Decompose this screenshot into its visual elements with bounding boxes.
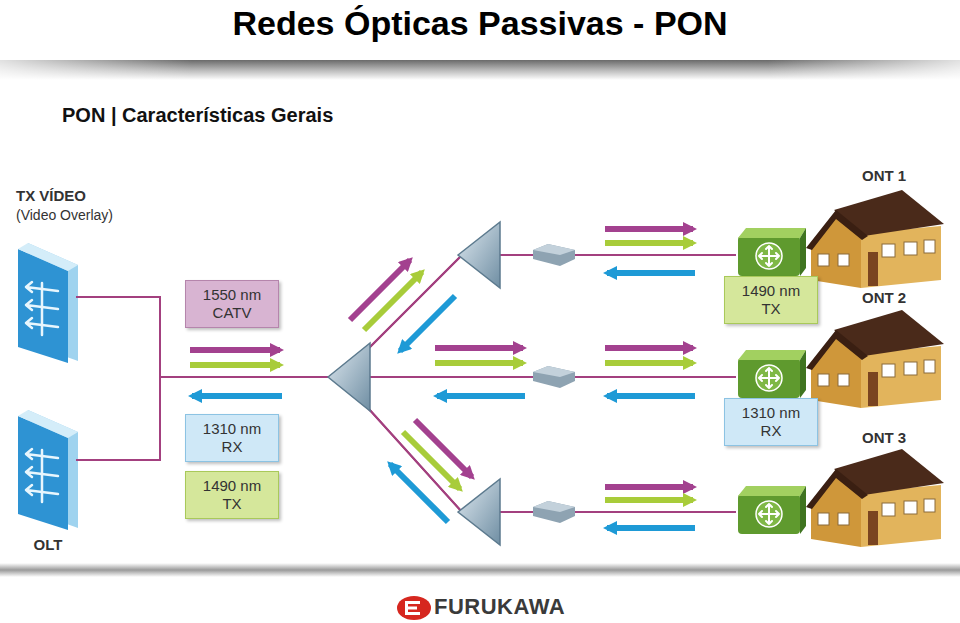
fiber-line — [80, 255, 736, 460]
fiber-line — [117, 297, 736, 512]
signal-arrow — [190, 362, 280, 368]
signal-arrow — [403, 432, 460, 489]
wavelength-box: 1310 nm RX — [724, 398, 818, 446]
wavelength-text: 1490 nm TX — [735, 282, 807, 318]
brand-logo — [397, 596, 431, 620]
signal-arrow — [364, 272, 422, 330]
page-title: Redes Ópticas Passivas - PON — [0, 4, 960, 43]
signal-arrow — [437, 393, 525, 399]
wavelength-box: 1490 nm TX — [185, 471, 279, 519]
ont-house: ONT 3 — [736, 428, 948, 548]
signal-arrow — [605, 360, 693, 366]
signal-arrow — [607, 525, 695, 531]
ont-label: ONT 3 — [736, 428, 948, 446]
fiber-line — [80, 377, 736, 460]
house — [806, 449, 944, 547]
signal-arrow — [190, 347, 280, 353]
olt-icon — [18, 410, 78, 530]
signal-arrow — [435, 345, 523, 351]
splitter — [458, 222, 500, 288]
device-label: TX VÍDEO — [16, 186, 113, 206]
signal-arrow — [605, 226, 693, 232]
wavelength-text: 1550 nm CATV — [196, 286, 268, 322]
signal-arrow — [605, 497, 693, 503]
title-bar — [0, 60, 960, 80]
signal-arrow — [390, 464, 448, 522]
wavelength-text: 1310 nm RX — [735, 404, 807, 440]
connector-group — [80, 255, 736, 512]
ont-device — [738, 350, 806, 398]
signal-arrow — [605, 484, 693, 490]
fiber-connector — [533, 366, 575, 388]
ont-device — [738, 486, 806, 534]
ont-label: ONT 2 — [736, 288, 948, 306]
signal-arrow — [605, 345, 693, 351]
wavelength-box: 1310 nm RX — [185, 414, 279, 462]
signal-arrow — [607, 270, 695, 276]
wavelength-text: 1490 nm TX — [196, 477, 268, 513]
house — [806, 310, 944, 408]
fiber-connector — [533, 244, 575, 266]
tx-video-icon — [18, 243, 78, 363]
fiber-stub — [76, 297, 160, 460]
signal-arrow — [192, 393, 282, 399]
wavelength-box: 1490 nm TX — [724, 276, 818, 324]
fiber-connector — [533, 501, 575, 523]
signal-arrow — [400, 296, 455, 351]
fiber-line — [117, 255, 736, 377]
olt-device: OLT — [16, 405, 80, 555]
title-bar — [0, 60, 960, 80]
wavelength-box: 1550 nm CATV — [185, 280, 279, 328]
device-sublabel: (Video Overlay) — [16, 206, 113, 224]
splitter — [458, 479, 500, 545]
house — [806, 190, 944, 288]
splitter — [328, 343, 370, 411]
ont-device — [738, 228, 806, 276]
wavelength-text: 1310 nm RX — [196, 420, 268, 456]
brand-logo — [397, 596, 431, 620]
ont-label: ONT 1 — [736, 166, 948, 184]
signal-arrow — [607, 393, 695, 399]
device-label: OLT — [34, 536, 63, 555]
signal-arrow — [605, 240, 693, 246]
brand-name: FURUKAWA — [434, 594, 565, 620]
fiber-line — [80, 377, 736, 512]
brand-logo — [405, 601, 408, 615]
signal-arrow — [435, 360, 523, 366]
section-subtitle: PON | Características Gerais — [62, 104, 333, 127]
ont-house: ONT 1 — [736, 166, 948, 274]
tx-video-device: TX VÍDEO(Video Overlay) — [16, 186, 117, 366]
footer-bar — [0, 563, 960, 577]
ont-house: ONT 2 — [736, 288, 948, 396]
